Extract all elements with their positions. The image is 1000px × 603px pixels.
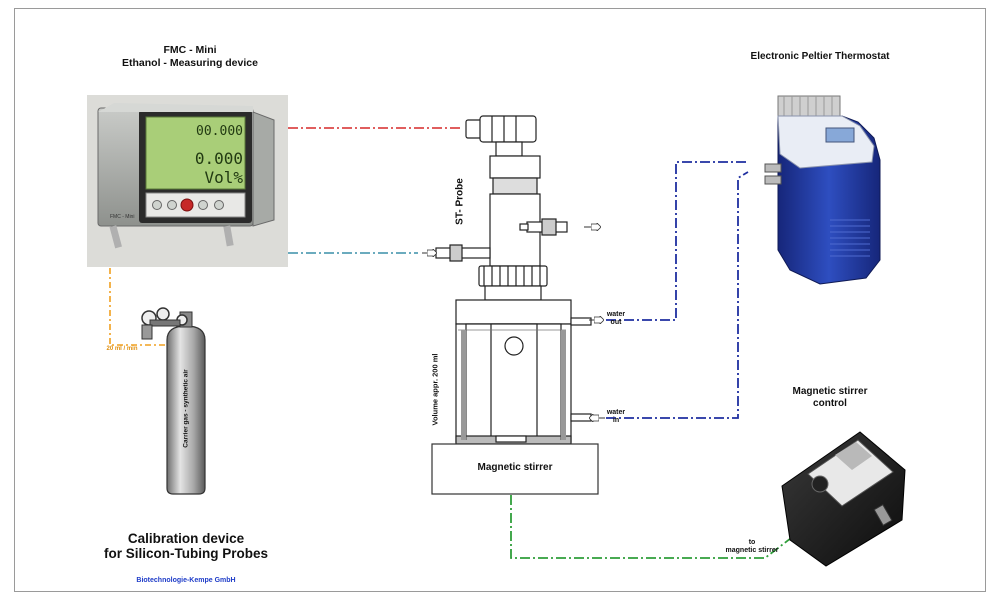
water-out-dir: out xyxy=(610,319,622,326)
gas-bottle xyxy=(141,307,206,495)
fmc-title-line2: Ethanol - Measuring device xyxy=(122,57,258,69)
controller-title-line2: control xyxy=(813,398,847,409)
stirrer-label: Magnetic stirrer xyxy=(477,462,553,473)
diagram-frame xyxy=(14,8,986,592)
probe-label: ST- Probe xyxy=(454,178,466,225)
orange-gas-line xyxy=(109,268,178,346)
company-label: Biotechnologie-Kempe GmbH xyxy=(136,577,236,584)
footer-title-line1: Calibration device xyxy=(127,531,245,546)
fmc-title-line1: FMC - Mini xyxy=(163,44,217,56)
st-probe-assembly xyxy=(431,115,599,495)
water-in-word: water xyxy=(606,409,626,416)
blue-water-in-line xyxy=(606,171,749,419)
water-in-label: water in xyxy=(598,409,634,425)
fmc-title: FMC - Mini Ethanol - Measuring device xyxy=(110,44,270,70)
lcd-text: 00.000 0.000 Vol% xyxy=(148,124,243,187)
blue-water-out-line xyxy=(606,161,748,321)
peltier-thermostat xyxy=(764,95,881,285)
controller-title: Magnetic stirrer control xyxy=(770,386,890,410)
lcd-line1: 00.000 xyxy=(196,124,243,139)
pressure-regulator xyxy=(141,307,188,340)
stirrer-controller xyxy=(781,431,906,567)
gas-flow-label: 20 ml / min xyxy=(106,346,138,352)
green-stirrer-line xyxy=(510,495,813,559)
lcd-display xyxy=(145,116,246,190)
footer-title-line2: for Silicon-Tubing Probes xyxy=(104,546,268,561)
water-in-dir: in xyxy=(612,417,620,424)
fmc-mini-device xyxy=(87,95,288,267)
to-stirrer-label: to magnetic stirrer xyxy=(692,539,812,555)
bottle-label: Carrier gas - synthetic air xyxy=(182,369,190,448)
water-out-word: water xyxy=(606,311,626,318)
logo-icon xyxy=(180,198,194,212)
to-stirrer-line1: to xyxy=(748,539,756,546)
fmc-side-label: FMC - Mini xyxy=(110,214,135,220)
lcd-line2: 0.000 Vol% xyxy=(194,149,243,187)
thermostat-title: Electronic Peltier Thermostat xyxy=(750,51,890,62)
to-stirrer-line2: magnetic stirrer xyxy=(725,547,779,554)
volume-label: Volume appr. 200 ml xyxy=(430,353,440,426)
footer-title: Calibration device for Silicon-Tubing Pr… xyxy=(66,531,306,561)
controller-title-line1: Magnetic stirrer xyxy=(792,386,868,397)
water-out-label: water out xyxy=(598,311,634,327)
